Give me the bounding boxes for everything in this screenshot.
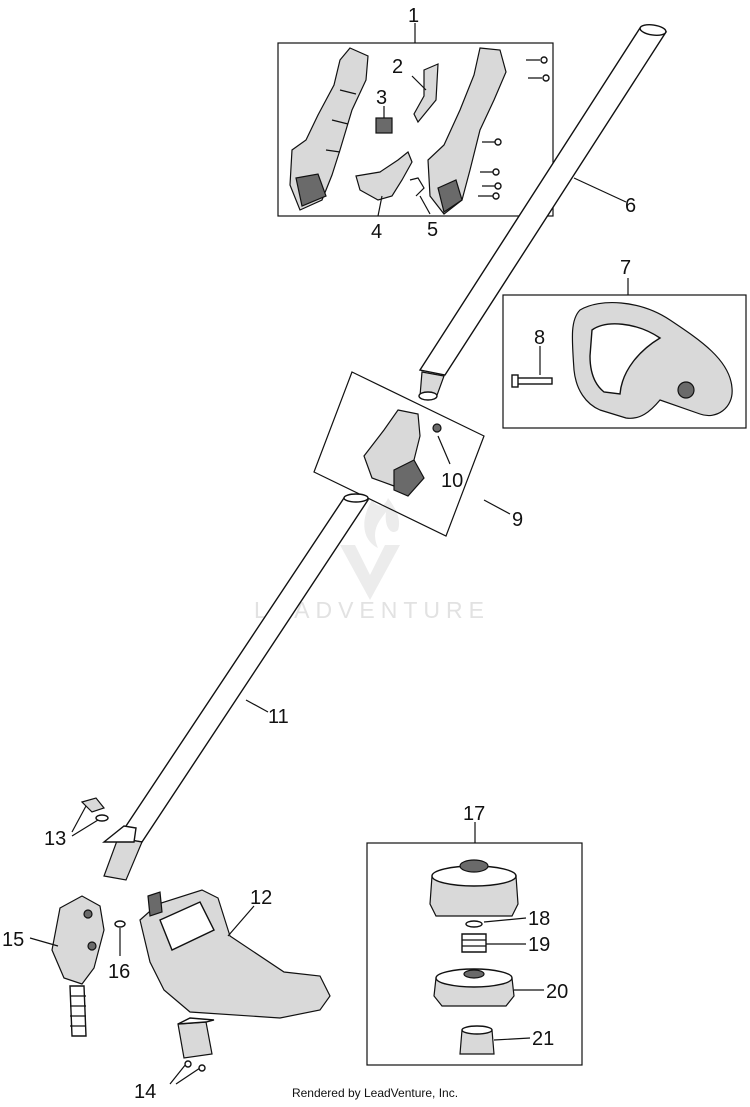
callout-2: 2 (392, 56, 403, 78)
callout-13: 13 (44, 828, 66, 850)
callout-17: 17 (463, 803, 485, 825)
part-10-knob-nut (432, 423, 442, 433)
part-8-bolt (511, 346, 553, 388)
callout-14: 14 (134, 1081, 156, 1103)
part-18-washer (465, 920, 483, 928)
part-13-clip (71, 797, 109, 837)
callout-5: 5 (427, 219, 438, 241)
assembly-17-trimmer-head (366, 822, 583, 1066)
part-19-spring (461, 933, 487, 953)
callout-4: 4 (371, 221, 382, 243)
callout-10: 10 (441, 470, 463, 492)
callout-15: 15 (2, 929, 24, 951)
box-9 (313, 371, 485, 537)
callout-18: 18 (528, 908, 550, 930)
part-2-lever (413, 63, 439, 124)
assembly-7-loop-handle (502, 278, 747, 429)
callout-9: 9 (512, 509, 523, 531)
callout-16: 16 (108, 961, 130, 983)
callout-6: 6 (625, 195, 636, 217)
part-11-lower-shaft (102, 493, 370, 881)
assembly-9-coupler (313, 371, 511, 537)
part-14-bracket (169, 1017, 215, 1085)
callouts: 1 2 3 4 5 6 7 8 9 10 11 12 13 14 15 16 1… (2, 5, 636, 1103)
footer-credit: Rendered by LeadVenture, Inc. (291, 1086, 459, 1100)
part-3-switch (375, 117, 393, 134)
part-12-guard (139, 889, 331, 1019)
part-5-pin (409, 177, 425, 197)
callout-7: 7 (620, 257, 631, 279)
callout-3: 3 (376, 87, 387, 109)
coupler-knob (393, 459, 425, 497)
housing-screws (478, 56, 550, 200)
callout-19: 19 (528, 934, 550, 956)
part-15-gear-head (29, 895, 105, 1037)
part-4-trigger (355, 151, 413, 201)
box-7 (502, 294, 747, 429)
callout-11: 11 (268, 706, 289, 728)
callout-12: 12 (250, 887, 272, 909)
callout-1: 1 (408, 5, 419, 27)
part-16-screw (114, 920, 126, 956)
assembly-1-handle-housing (277, 23, 554, 217)
part-6-upper-shaft (418, 24, 668, 401)
callout-21: 21 (532, 1028, 554, 1050)
callout-8: 8 (534, 327, 545, 349)
callout-20: 20 (546, 981, 568, 1003)
